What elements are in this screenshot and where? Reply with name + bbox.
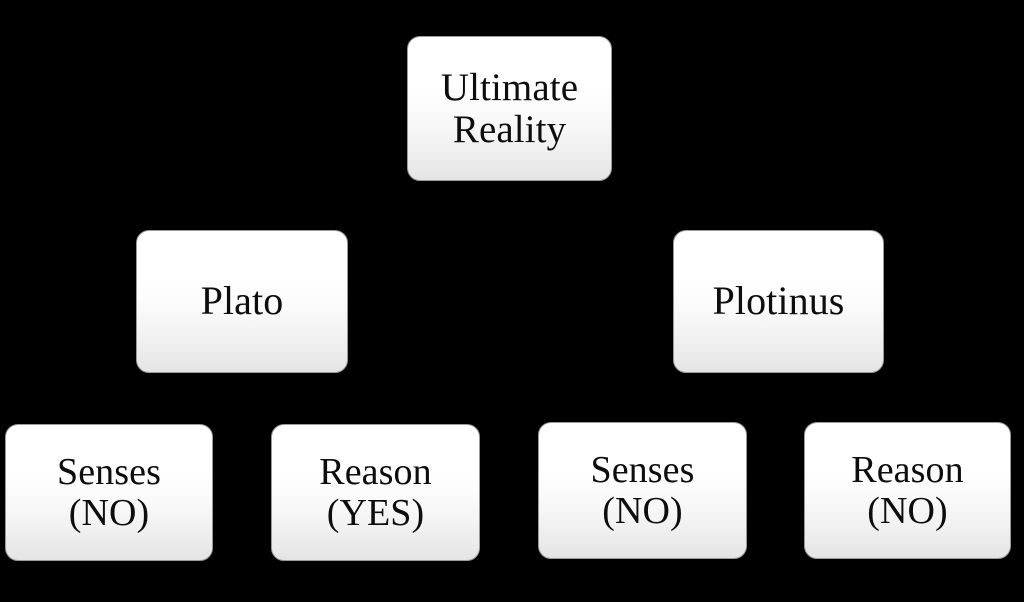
node-plato-senses-label: Senses (NO)	[56, 451, 162, 534]
node-plotinus-senses[interactable]: Senses (NO)	[538, 422, 747, 559]
node-plotinus-reason-label: Reason (NO)	[851, 449, 964, 532]
node-plato-senses[interactable]: Senses (NO)	[5, 424, 213, 561]
node-ultimate-reality-label: Ultimate Reality	[440, 66, 579, 151]
node-plotinus-senses-label: Senses (NO)	[590, 449, 695, 532]
node-plato[interactable]: Plato	[136, 230, 348, 373]
node-plato-label: Plato	[200, 278, 284, 324]
node-ultimate-reality[interactable]: Ultimate Reality	[407, 36, 612, 181]
node-plotinus[interactable]: Plotinus	[673, 230, 884, 373]
node-plotinus-reason[interactable]: Reason (NO)	[804, 422, 1011, 559]
node-plotinus-label: Plotinus	[712, 278, 845, 324]
node-plato-reason-label: Reason (YES)	[319, 451, 432, 534]
node-plato-reason[interactable]: Reason (YES)	[271, 424, 480, 561]
